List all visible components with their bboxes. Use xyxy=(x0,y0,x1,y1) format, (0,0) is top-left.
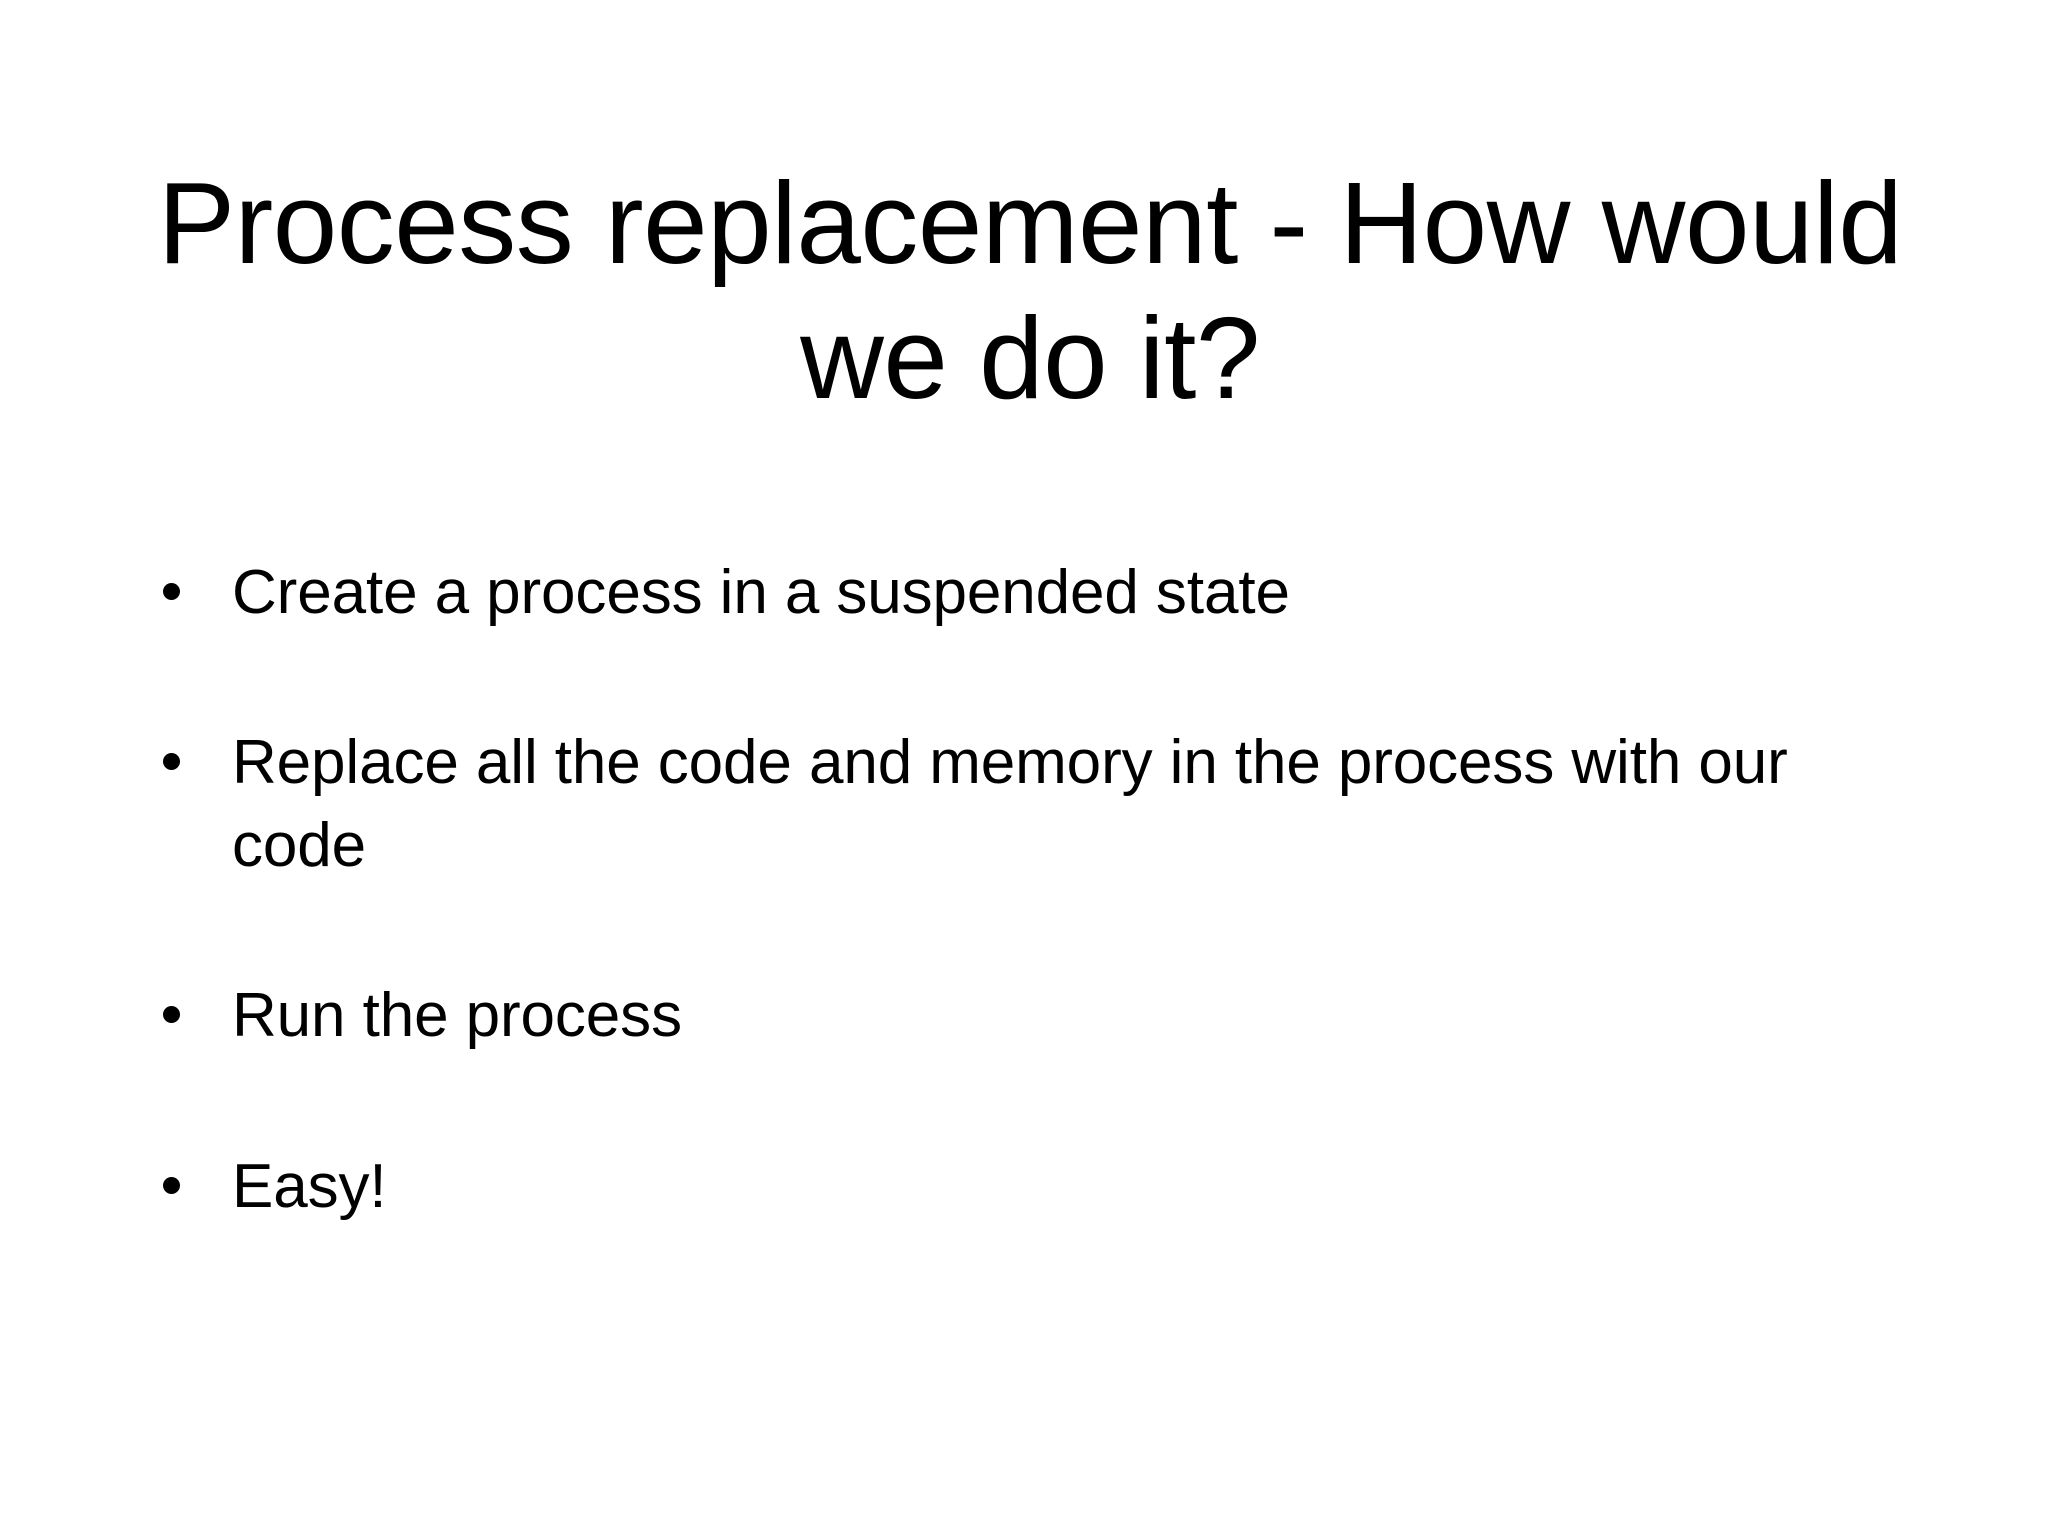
list-item-label: Create a process in a suspended state xyxy=(232,558,1290,627)
bullet-dot-icon xyxy=(163,583,180,600)
list-item-label: Replace all the code and memory in the p… xyxy=(232,728,1788,880)
bullet-list: Create a process in a suspended state Re… xyxy=(155,552,1895,1228)
bullet-dot-icon xyxy=(163,1006,180,1024)
page-title: Process replacement - How would we do it… xyxy=(157,157,1903,424)
list-item-label: Easy! xyxy=(232,1151,387,1221)
list-item: Replace all the code and memory in the p… xyxy=(155,722,1872,887)
bullet-dot-icon xyxy=(163,753,180,771)
bullet-dot-icon xyxy=(163,1176,180,1194)
list-item-label: Run the process xyxy=(232,981,682,1051)
list-item: Easy! xyxy=(155,1146,1895,1228)
list-item: Create a process in a suspended state xyxy=(155,552,1895,634)
list-item: Run the process xyxy=(155,975,1895,1057)
